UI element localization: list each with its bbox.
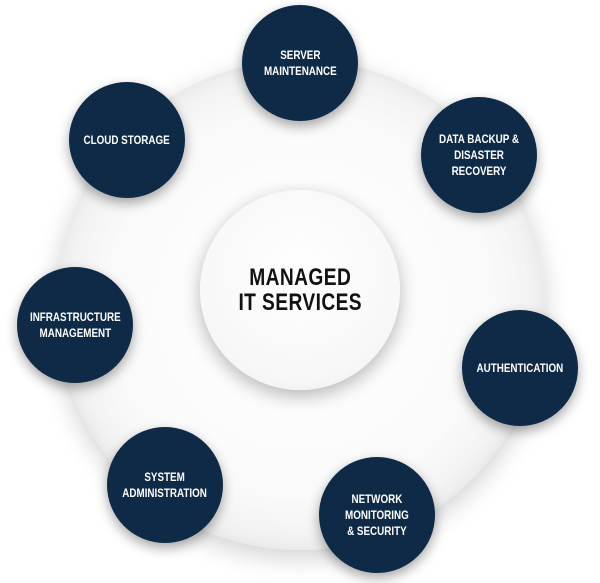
node-label: DATA BACKUP & DISASTER RECOVERY: [438, 132, 520, 178]
node-label: INFRASTRUCTURE MANAGEMENT: [29, 310, 121, 340]
center-title: MANAGED IT SERVICES: [238, 264, 362, 316]
node-label: CLOUD STORAGE: [83, 133, 171, 147]
node-cloud-storage: CLOUD STORAGE: [69, 82, 185, 198]
node-label: SERVER MAINTENANCE: [263, 48, 337, 78]
node-infrastructure-management: INFRASTRUCTURE MANAGEMENT: [17, 267, 133, 383]
center-circle: MANAGED IT SERVICES: [200, 190, 400, 390]
node-authentication: AUTHENTICATION: [462, 310, 578, 426]
node-network-monitoring: NETWORK MONITORING & SECURITY: [319, 457, 435, 573]
node-server-maintenance: SERVER MAINTENANCE: [242, 5, 358, 121]
node-system-administration: SYSTEM ADMINISTRATION: [107, 427, 223, 543]
node-label: NETWORK MONITORING & SECURITY: [345, 492, 409, 538]
node-label: AUTHENTICATION: [476, 361, 564, 375]
node-label: SYSTEM ADMINISTRATION: [122, 470, 208, 500]
node-data-backup: DATA BACKUP & DISASTER RECOVERY: [421, 97, 537, 213]
